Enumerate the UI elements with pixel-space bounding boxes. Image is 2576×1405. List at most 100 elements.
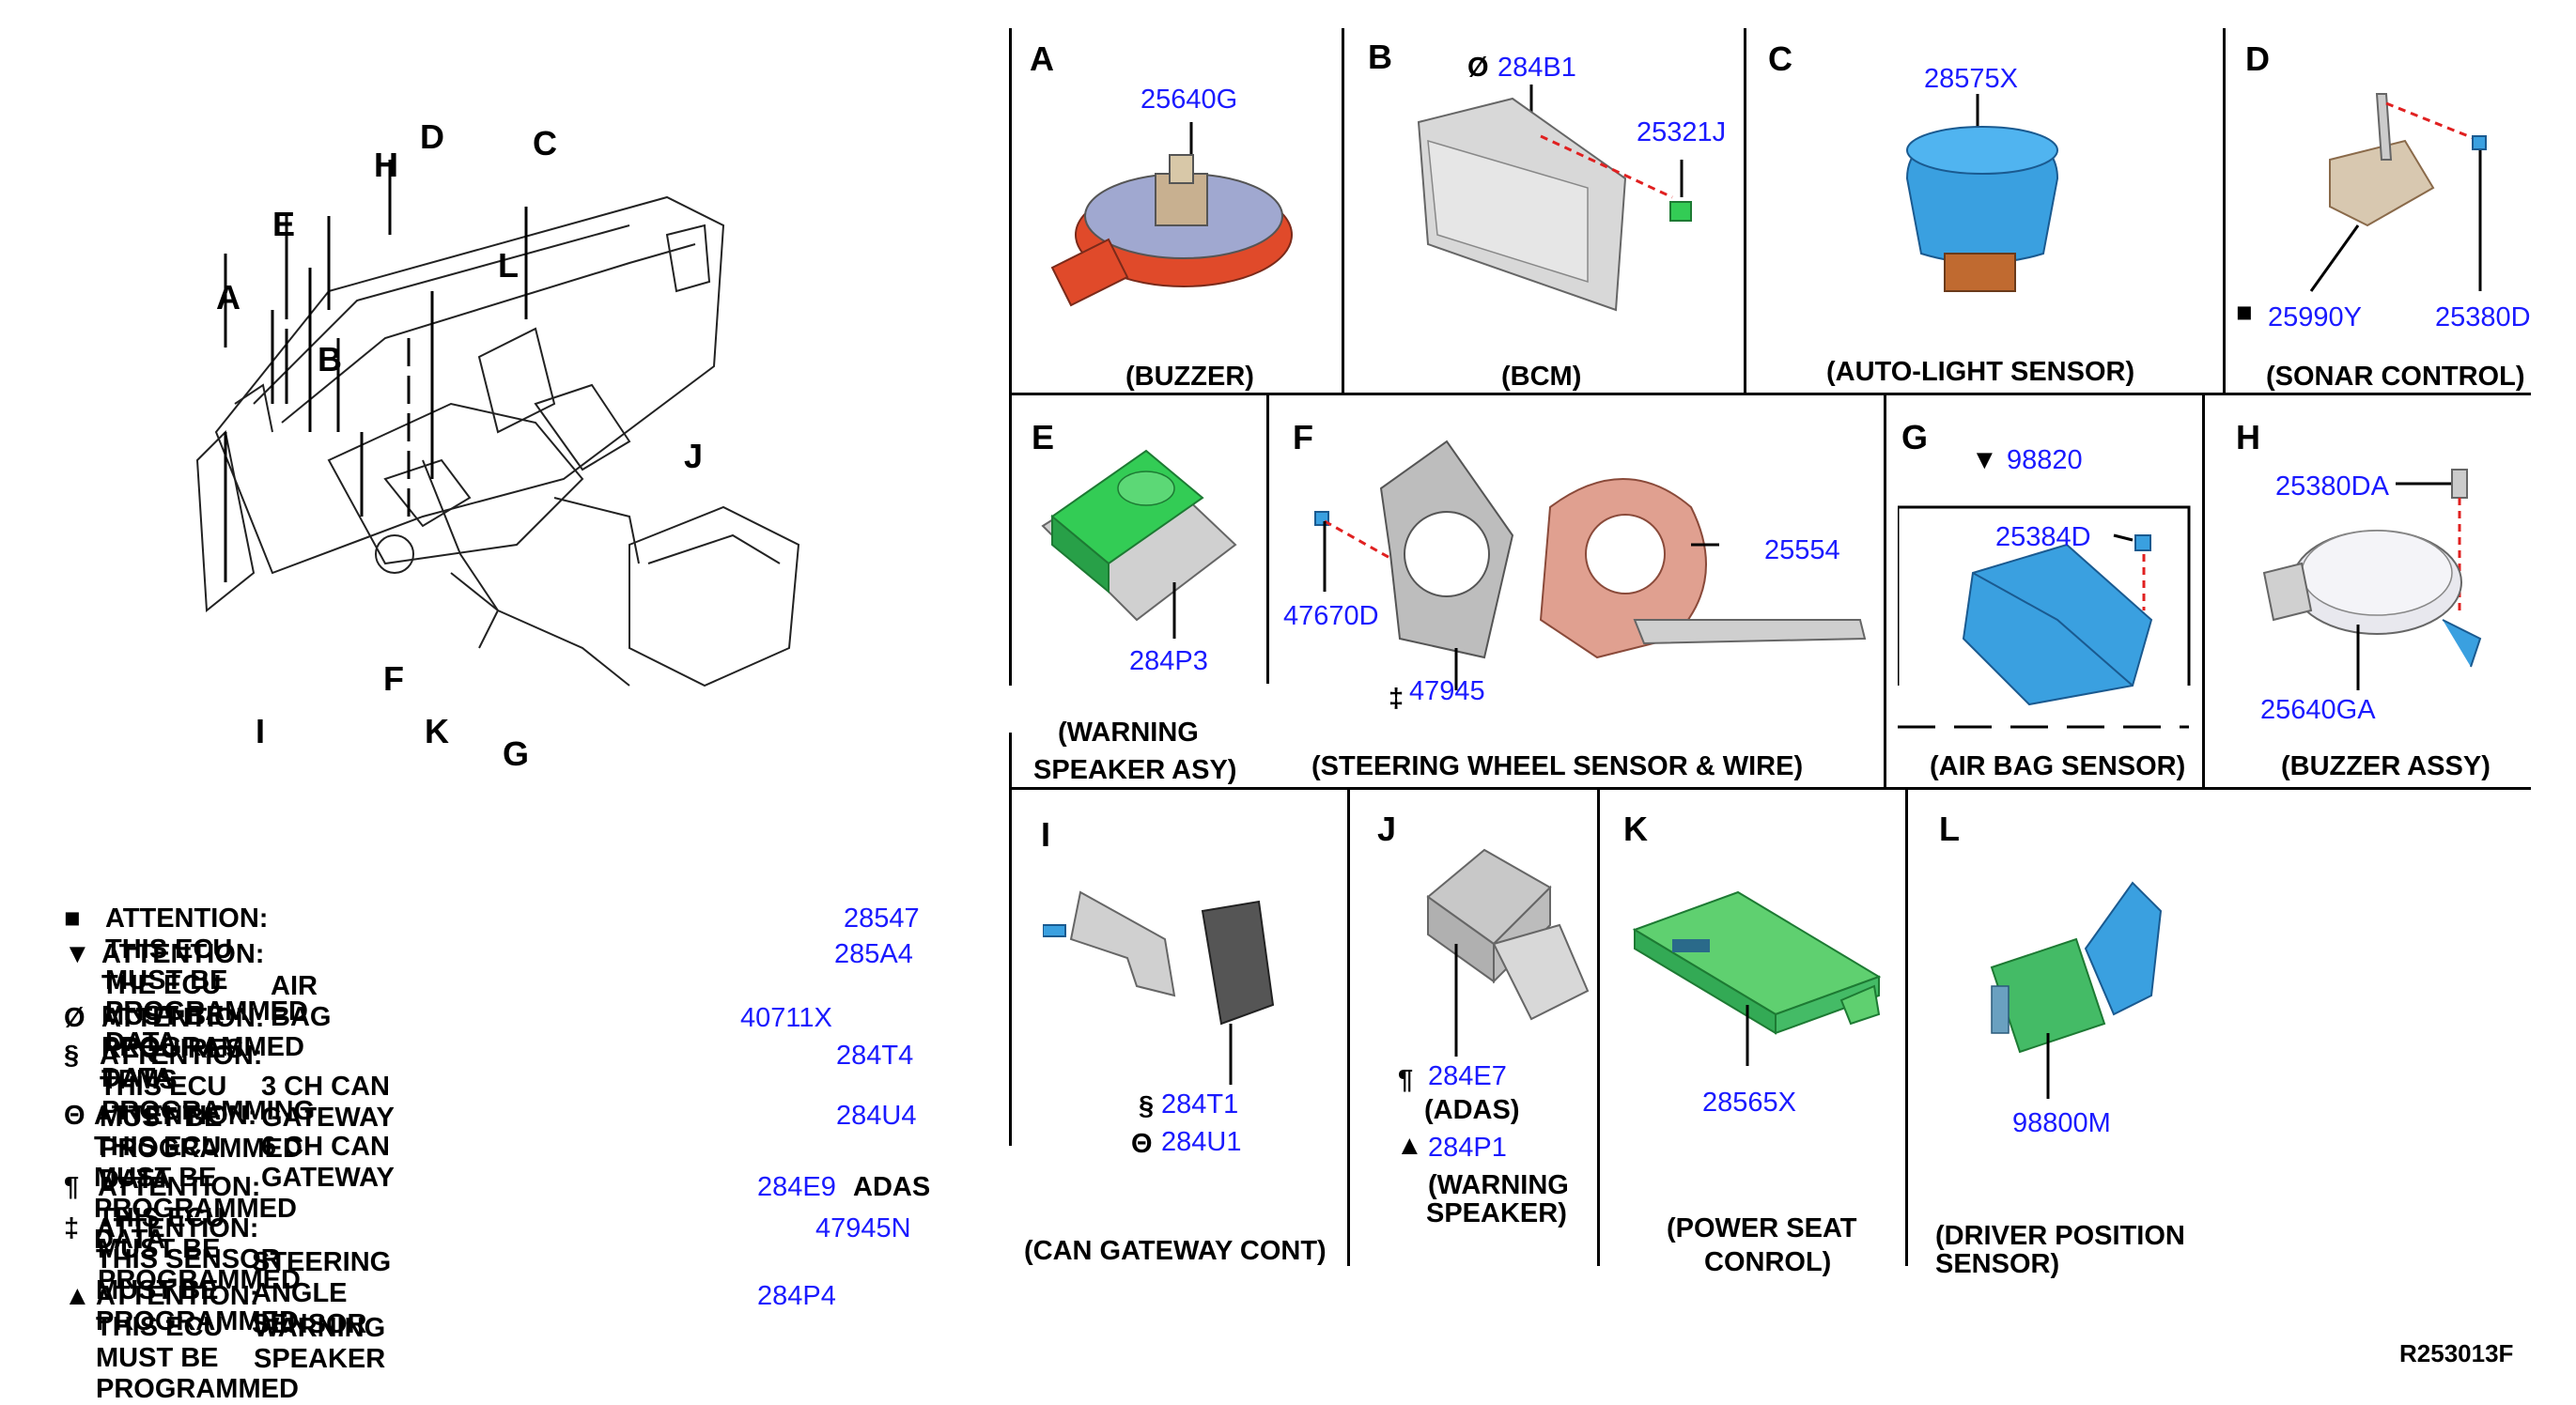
part-number: 28575X [1924,64,2018,94]
note-2: ▼ ATTENTION: THE ECU MUST BE PROGRAMMED … [64,939,913,1093]
part-number: 98820 [2007,445,2083,475]
note-symbol: § [64,1041,80,1071]
grid-line [1884,393,1886,787]
overview-letter-i: I [256,712,266,750]
panel-caption: (DRIVER POSITION [1935,1221,2185,1251]
overview-letter-g: G [503,734,530,773]
part-number: 284P3 [1129,646,1208,676]
grid-line [1009,787,2531,790]
note-part-number: 284E9 [757,1172,836,1202]
overview-letter-a: A [216,278,241,317]
diagram-reference-code: R253013F [2399,1339,2514,1367]
part-number: 284T1 [1161,1089,1239,1119]
note-part-number: 284P4 [757,1281,836,1311]
note-text: ATTENTION: THIS ECU MUST BE PROGRAMMED D… [100,1041,303,1195]
note-part-number: 285A4 [834,939,913,969]
panel-letter-g: G [1901,418,1929,456]
programming-required-icon: ■ [2236,298,2253,328]
overview-letter-l: L [498,246,519,285]
panel-caption: (CAN GATEWAY CONT) [1024,1236,1327,1266]
panel-caption: (BCM) [1501,362,1582,392]
part-number: 284E7 [1428,1061,1507,1091]
overview-letter-f: F [383,659,404,698]
note-3: Ø ATTENTION: REQUIRES TPMS PROGRAMMING 4… [64,1003,832,1126]
panel-letter-f: F [1293,418,1313,456]
buzzer-illustration [1050,122,1293,307]
grid-line [1347,787,1350,1266]
note-symbol: ■ [64,903,81,934]
note-symbol: ¶ [64,1172,80,1202]
panel-caption: (WARNING [1058,718,1199,748]
steering-sensor-illustration [1314,440,1867,690]
part-symbol: Ø [1467,53,1489,83]
note-symbol: ‡ [64,1213,80,1243]
part-number: 25990Y [2268,302,2362,332]
power-seat-control-illustration [1632,890,1882,1066]
panel-caption: SENSOR) [1935,1249,2060,1279]
note-tail: ADAS [853,1172,931,1202]
panel-caption: SPEAKER ASY) [1033,755,1237,785]
note-symbol: Ø [64,1003,85,1033]
adas-unit-illustration [1426,848,1590,1057]
note-sub: AIR BAG [271,971,332,1032]
adas-label: (ADAS) [1424,1095,1520,1125]
part-number: 284B1 [1497,53,1576,83]
part-symbol: ▲ [1396,1131,1423,1161]
note-part-number: 40711X [740,1003,832,1033]
panel-caption: (BUZZER ASSY) [2281,751,2491,781]
auto-light-sensor-illustration [1905,94,2059,292]
panel-caption: (AUTO-LIGHT SENSOR) [1826,357,2135,387]
note-sub: WARNING SPEAKER [254,1313,386,1374]
dashboard-overview-drawing [195,160,800,687]
note-5: Θ ATTENTION: THIS ECU MUST BE PROGRAMMED… [64,1101,916,1255]
panel-letter-b: B [1368,38,1392,76]
panel-letter-e: E [1032,418,1055,456]
note-symbol: ▼ [64,939,91,969]
grid-line [1266,393,1269,684]
grid-line [2202,393,2205,787]
part-number: 98800M [2012,1108,2111,1138]
part-number: 284U1 [1161,1127,1242,1157]
note-part-number: 47945N [815,1213,911,1243]
warning-speaker-illustration [1041,449,1237,639]
grid-line [1744,28,1746,394]
note-part-number: 284U4 [836,1101,917,1131]
grid-line [1009,28,1012,686]
panel-letter-j: J [1377,810,1397,848]
note-text: ATTENTION: THIS SENSOR MUST BE PROGRAMME… [96,1213,299,1336]
can-gateway-illustration [1043,890,1275,1085]
part-symbol: ‡ [1389,684,1404,714]
warning-speaker-label: (WARNING [1428,1170,1569,1200]
note-7: ‡ ATTENTION: THIS SENSOR MUST BE PROGRAM… [64,1213,911,1339]
part-number: 25384D [1995,522,2091,552]
note-4: § ATTENTION: THIS ECU MUST BE PROGRAMMED… [64,1041,913,1195]
part-symbol: § [1139,1091,1155,1121]
panel-caption: (AIR BAG SENSOR) [1930,751,2186,781]
note-6: ¶ ATTENTION: THIS ECU MUST BE PROGRAMMED… [64,1172,930,1295]
overview-letter-h: H [374,146,398,184]
grid-line [1009,393,2531,395]
overview-letter-c: C [533,124,557,162]
panel-letter-h: H [2236,418,2260,456]
part-symbol: ¶ [1398,1065,1414,1095]
panel-letter-k: K [1623,810,1648,848]
panel-caption: (SONAR CONTROL) [2266,362,2525,392]
part-number: 25321J [1637,117,1727,147]
programming-required-icon: ▼ [1971,445,1998,475]
overview-letter-b: B [318,340,342,378]
panel-caption: (POWER SEAT [1667,1213,1857,1243]
note-text: ATTENTION: REQUIRES TPMS PROGRAMMING [101,1003,316,1126]
buzzer-assy-illustration [2262,469,2482,690]
note-sub: 3 CH CAN GATEWAY [261,1072,395,1133]
part-number: 284P1 [1428,1133,1507,1163]
part-number: 25640G [1141,85,1238,115]
panel-caption: CONROL) [1704,1247,1832,1277]
panel-caption: (BUZZER) [1125,362,1254,392]
sonar-control-illustration [2309,93,2487,292]
warning-speaker-label: SPEAKER) [1426,1198,1567,1228]
overview-letter-d: D [420,117,444,156]
grid-line [1597,787,1600,1266]
note-sub: STEERING ANGLE SENSOR [252,1247,392,1339]
note-part-number: 284T4 [836,1041,914,1071]
panel-letter-a: A [1030,39,1054,78]
